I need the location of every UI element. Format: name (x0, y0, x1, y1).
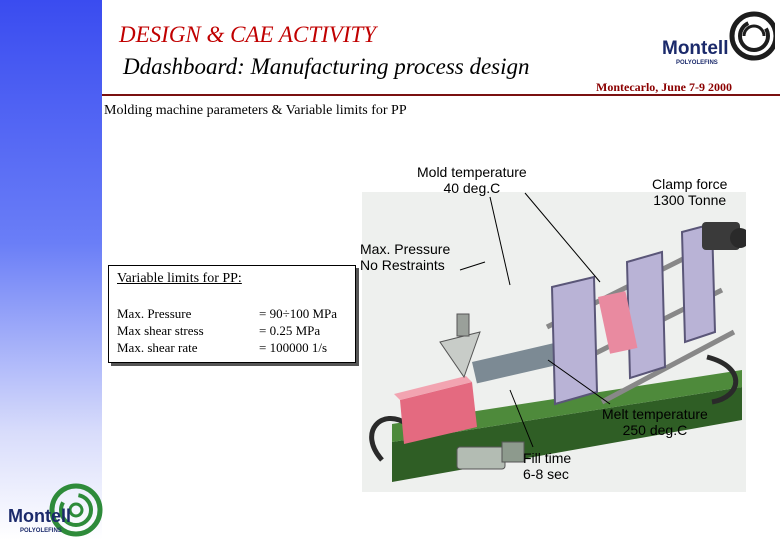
callout-value: 250 deg.C (622, 422, 688, 438)
limit-label-max-shear-stress: Max shear stress (117, 323, 204, 338)
section-subtitle: Molding machine parameters & Variable li… (104, 103, 407, 118)
callout-mold-temperature: Mold temperature 40 deg.C (417, 164, 527, 196)
limit-value-max-shear-stress: = 0.25 MPa (259, 323, 321, 338)
callout-clamp-force: Clamp force 1300 Tonne (652, 176, 727, 208)
montell-swirl-icon (49, 483, 103, 537)
logo-wordmark: Montell (662, 38, 729, 59)
montell-logo-top: Montell POLYOLEFINS (662, 11, 775, 66)
callout-value: 40 deg.C (443, 180, 501, 196)
variable-limits-box: Variable limits for PP: Max. Pressure = … (108, 265, 356, 363)
slide-subtitle-heading: Ddashboard: Manufacturing process design (123, 54, 530, 79)
callout-label: Clamp force (652, 176, 728, 192)
callout-fill-time: Fill time 6-8 sec (523, 450, 571, 482)
slide-title: DESIGN & CAE ACTIVITY (119, 22, 377, 47)
limit-label-max-pressure: Max. Pressure (117, 306, 192, 321)
callout-label: Fill time (523, 450, 572, 466)
side-gradient-band (0, 0, 102, 540)
limit-label-max-shear-rate: Max. shear rate (117, 340, 198, 355)
injection-molding-machine-illustration (362, 192, 746, 492)
limit-value-max-pressure: = 90÷100 MPa (259, 306, 338, 321)
logo-wordmark: Montell (8, 506, 71, 526)
montell-logo-bottom: Montell POLYOLEFINS (8, 483, 103, 537)
callout-label: Melt temperature (602, 406, 708, 422)
callout-value: 1300 Tonne (653, 192, 727, 208)
callout-label: Max. Pressure (360, 241, 451, 257)
callout-value: 6-8 sec (523, 466, 569, 482)
montell-swirl-icon (729, 11, 775, 61)
callout-max-pressure: Max. Pressure No Restraints (360, 241, 450, 273)
header-divider (102, 94, 780, 96)
callout-melt-temperature: Melt temperature 250 deg.C (602, 406, 708, 438)
event-label: Montecarlo, June 7-9 2000 (596, 80, 732, 94)
logo-tagline: POLYOLEFINS (676, 60, 718, 66)
logo-tagline: POLYOLEFINS (20, 528, 62, 534)
callout-value: No Restraints (360, 257, 445, 273)
callout-label: Mold temperature (417, 164, 527, 180)
limit-value-max-shear-rate: = 100000 1/s (259, 340, 328, 355)
limits-title: Variable limits for PP: (117, 271, 242, 286)
